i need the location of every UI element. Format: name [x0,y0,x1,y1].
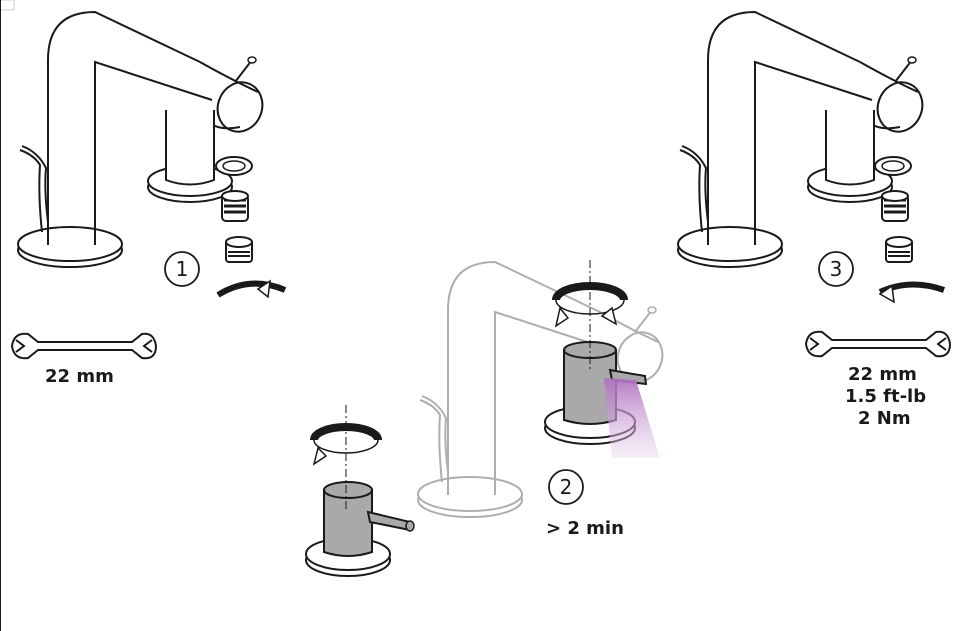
flush-duration: > 2 min [546,518,624,539]
wrench-icon [10,332,158,360]
aerator-icon [215,156,253,263]
rotate-arrow-icon [878,281,945,304]
torque-nm: 2 Nm [858,408,911,429]
wrench-icon [804,330,952,358]
torque-ftlb: 1.5 ft-lb [845,386,927,407]
aerator-icon [874,156,913,263]
step-1-number: 1 [175,257,189,281]
rotate-arrow-icon [310,405,382,510]
step-2-number: 2 [559,475,573,499]
handle-body-left [305,481,415,577]
rotate-arrow-icon [216,279,287,299]
rotate-arrow-icon [552,260,628,372]
step-2-badge [548,469,584,505]
step-3-number: 3 [829,257,843,281]
handle-body-step1 [147,110,233,203]
wrench-size-right: 22 mm [848,364,917,385]
water-stream-icon [604,378,660,458]
handle-body-step3 [807,110,893,203]
wrench-size-left: 22 mm [45,366,114,387]
faucet-icon [17,11,271,268]
step-3-badge [818,251,854,287]
faucet-icon [677,11,931,268]
step-1-badge [164,251,200,287]
